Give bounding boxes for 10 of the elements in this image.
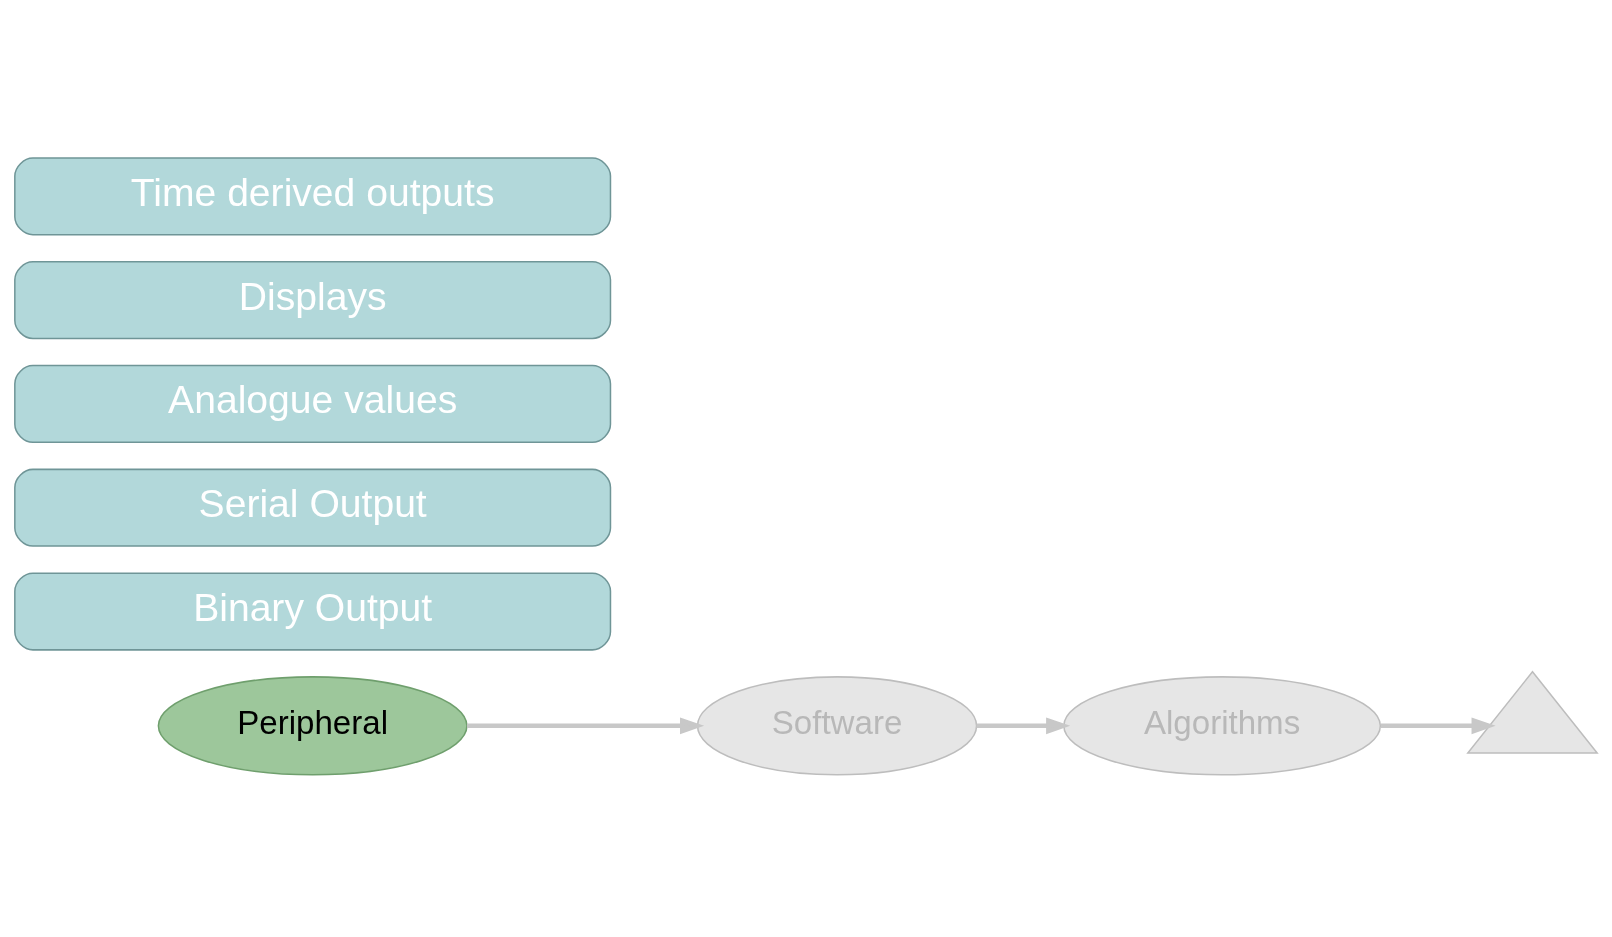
node-box: Analogue values — [14, 364, 612, 443]
node-box: Binary Output — [14, 571, 612, 651]
arrow — [1380, 716, 1496, 734]
arrow — [467, 716, 705, 734]
node-ellipse: Peripheral — [157, 675, 468, 776]
node-box: Serial Output — [14, 468, 612, 547]
node-box: Time derived outputs — [14, 156, 612, 235]
arrow — [976, 716, 1071, 734]
node-wedge — [1466, 669, 1599, 754]
node-box: Displays — [14, 260, 612, 339]
